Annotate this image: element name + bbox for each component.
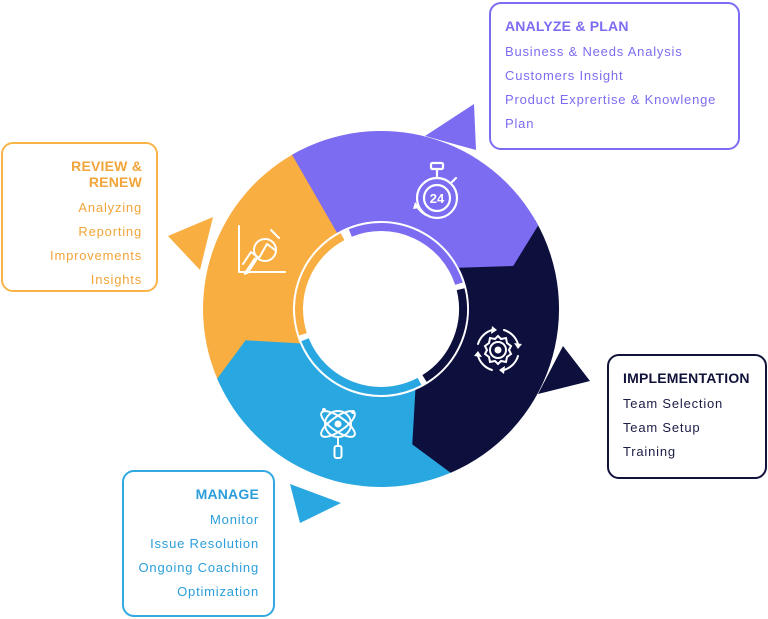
analyze-plan-item: Customers Insight [505,68,624,83]
inner-ring-implementation [422,288,467,382]
analyze-plan-item: Product Exprertise & Knowlenge [505,92,717,107]
implementation-item: Training [623,444,676,459]
segment-analyze [292,130,539,268]
review-pointer-triangle [168,217,213,270]
gear-cycle-icon [474,326,522,374]
inner-ring-manage [301,338,422,395]
review-renew-title: REVIEW & RENEW [71,158,142,190]
review-renew-item: Improvements [50,248,142,263]
atom-magnifier-icon [320,408,356,459]
analyze-plan-title: ANALYZE & PLAN [505,18,629,34]
manage-pointer-triangle [290,484,341,523]
review-renew-item: Analyzing [78,200,142,215]
analyze-plan-box: ANALYZE & PLAN Business & Needs Analysis… [489,2,740,150]
manage-item: Optimization [177,584,259,599]
review-renew-box: REVIEW & RENEW Analyzing Reporting Impro… [1,142,158,292]
stopwatch-24-text: 24 [430,191,445,206]
manage-title: MANAGE [195,486,259,502]
analyze-plan-item: Plan [505,116,535,131]
review-renew-item: Reporting [78,224,142,239]
implementation-box: IMPLEMENTATION Team Selection Team Setup… [607,354,767,479]
review-renew-item: Insights [90,272,142,287]
implementation-item: Team Setup [623,420,701,435]
segment-manage [217,340,457,487]
manage-item: Issue Resolution [150,536,259,551]
analyze-pointer-triangle [425,104,476,150]
implementation-item: Team Selection [623,396,724,411]
manage-item: Monitor [210,512,259,527]
manage-item: Ongoing Coaching [138,560,259,575]
implementation-pointer-triangle [538,346,590,394]
analyze-plan-item: Business & Needs Analysis [505,44,683,59]
inner-ring-review [295,233,345,336]
inner-ring-analyze [348,223,463,285]
implementation-title: IMPLEMENTATION [623,370,750,386]
chart-magnifier-icon [238,225,286,275]
manage-box: MANAGE Monitor Issue Resolution Ongoing … [122,470,275,617]
segment-review [203,150,341,385]
stopwatch-24-icon: 24 [413,161,459,220]
